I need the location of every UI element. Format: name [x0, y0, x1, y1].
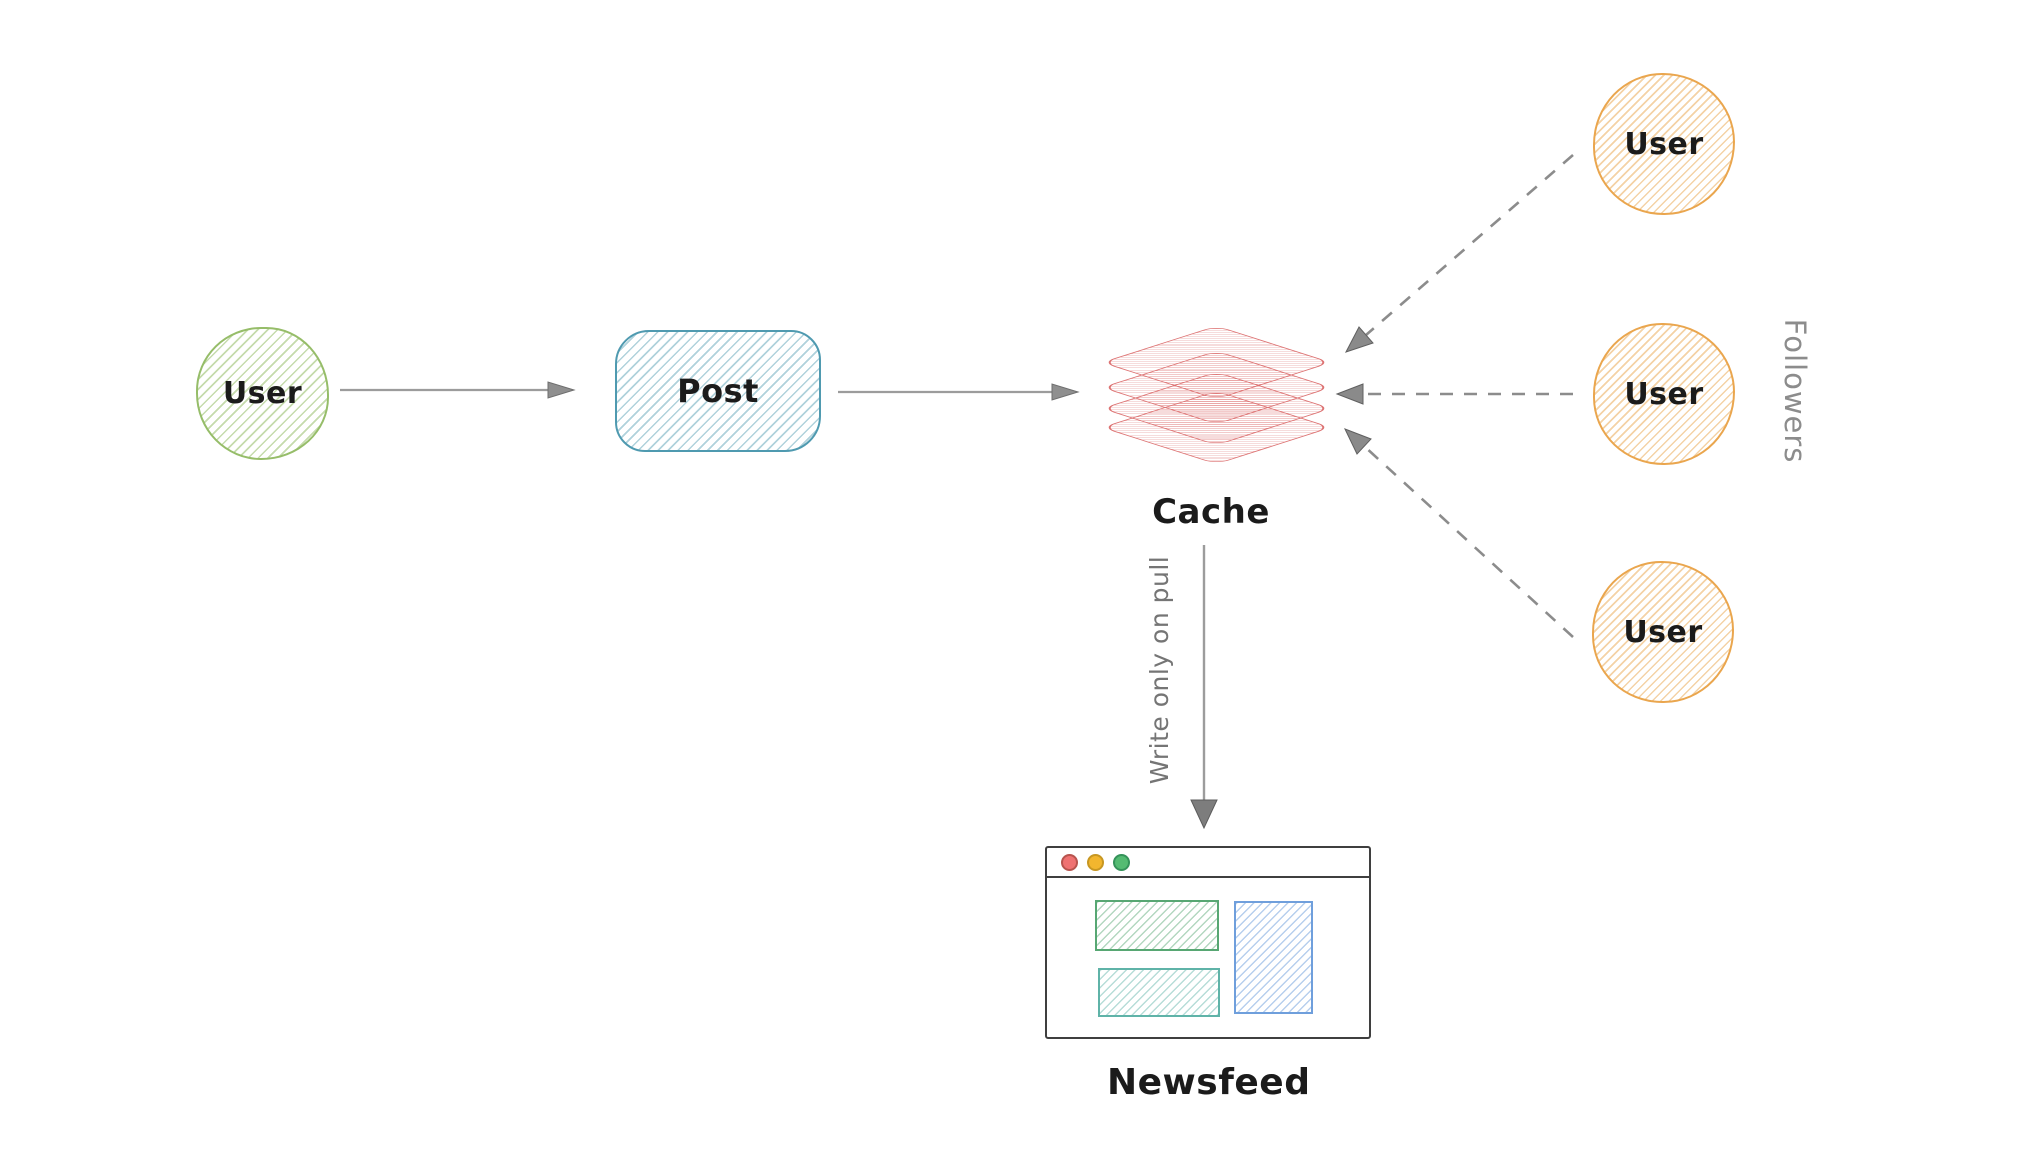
arrow-cache-to-newsfeed: [1190, 545, 1218, 830]
node-follower-user-2: User: [1593, 323, 1735, 465]
node-user-publisher: User: [196, 327, 329, 460]
node-post: Post: [615, 330, 821, 452]
cache-label: Cache: [1152, 492, 1270, 532]
arrow-post-to-cache: [838, 383, 1080, 401]
traffic-light-yellow-icon: [1087, 853, 1104, 871]
post-label: Post: [677, 372, 759, 410]
write-only-on-pull-label: Write only on pull: [1145, 555, 1174, 785]
feed-sidebar-block: [1234, 901, 1313, 1014]
follower-user-label: User: [1623, 614, 1703, 650]
feed-item-top: [1095, 900, 1219, 951]
node-follower-user-3: User: [1592, 561, 1734, 703]
arrow-follower2-to-cache: [1335, 383, 1573, 405]
traffic-light-red-icon: [1061, 853, 1078, 871]
arrow-follower3-to-cache: [1344, 428, 1574, 638]
followers-group-label: Followers: [1778, 318, 1812, 464]
feed-item-bottom: [1098, 968, 1220, 1017]
newsfeed-browser-window: [1045, 846, 1371, 1039]
node-follower-user-1: User: [1593, 73, 1735, 215]
arrow-user-to-post: [340, 381, 576, 399]
follower-user-label: User: [1624, 126, 1704, 162]
traffic-light-green-icon: [1113, 853, 1130, 871]
arrow-follower1-to-cache: [1344, 154, 1574, 353]
user-publisher-label: User: [222, 376, 303, 411]
follower-user-label: User: [1624, 376, 1704, 412]
newsfeed-label: Newsfeed: [1107, 1062, 1311, 1103]
browser-titlebar: [1047, 848, 1369, 878]
